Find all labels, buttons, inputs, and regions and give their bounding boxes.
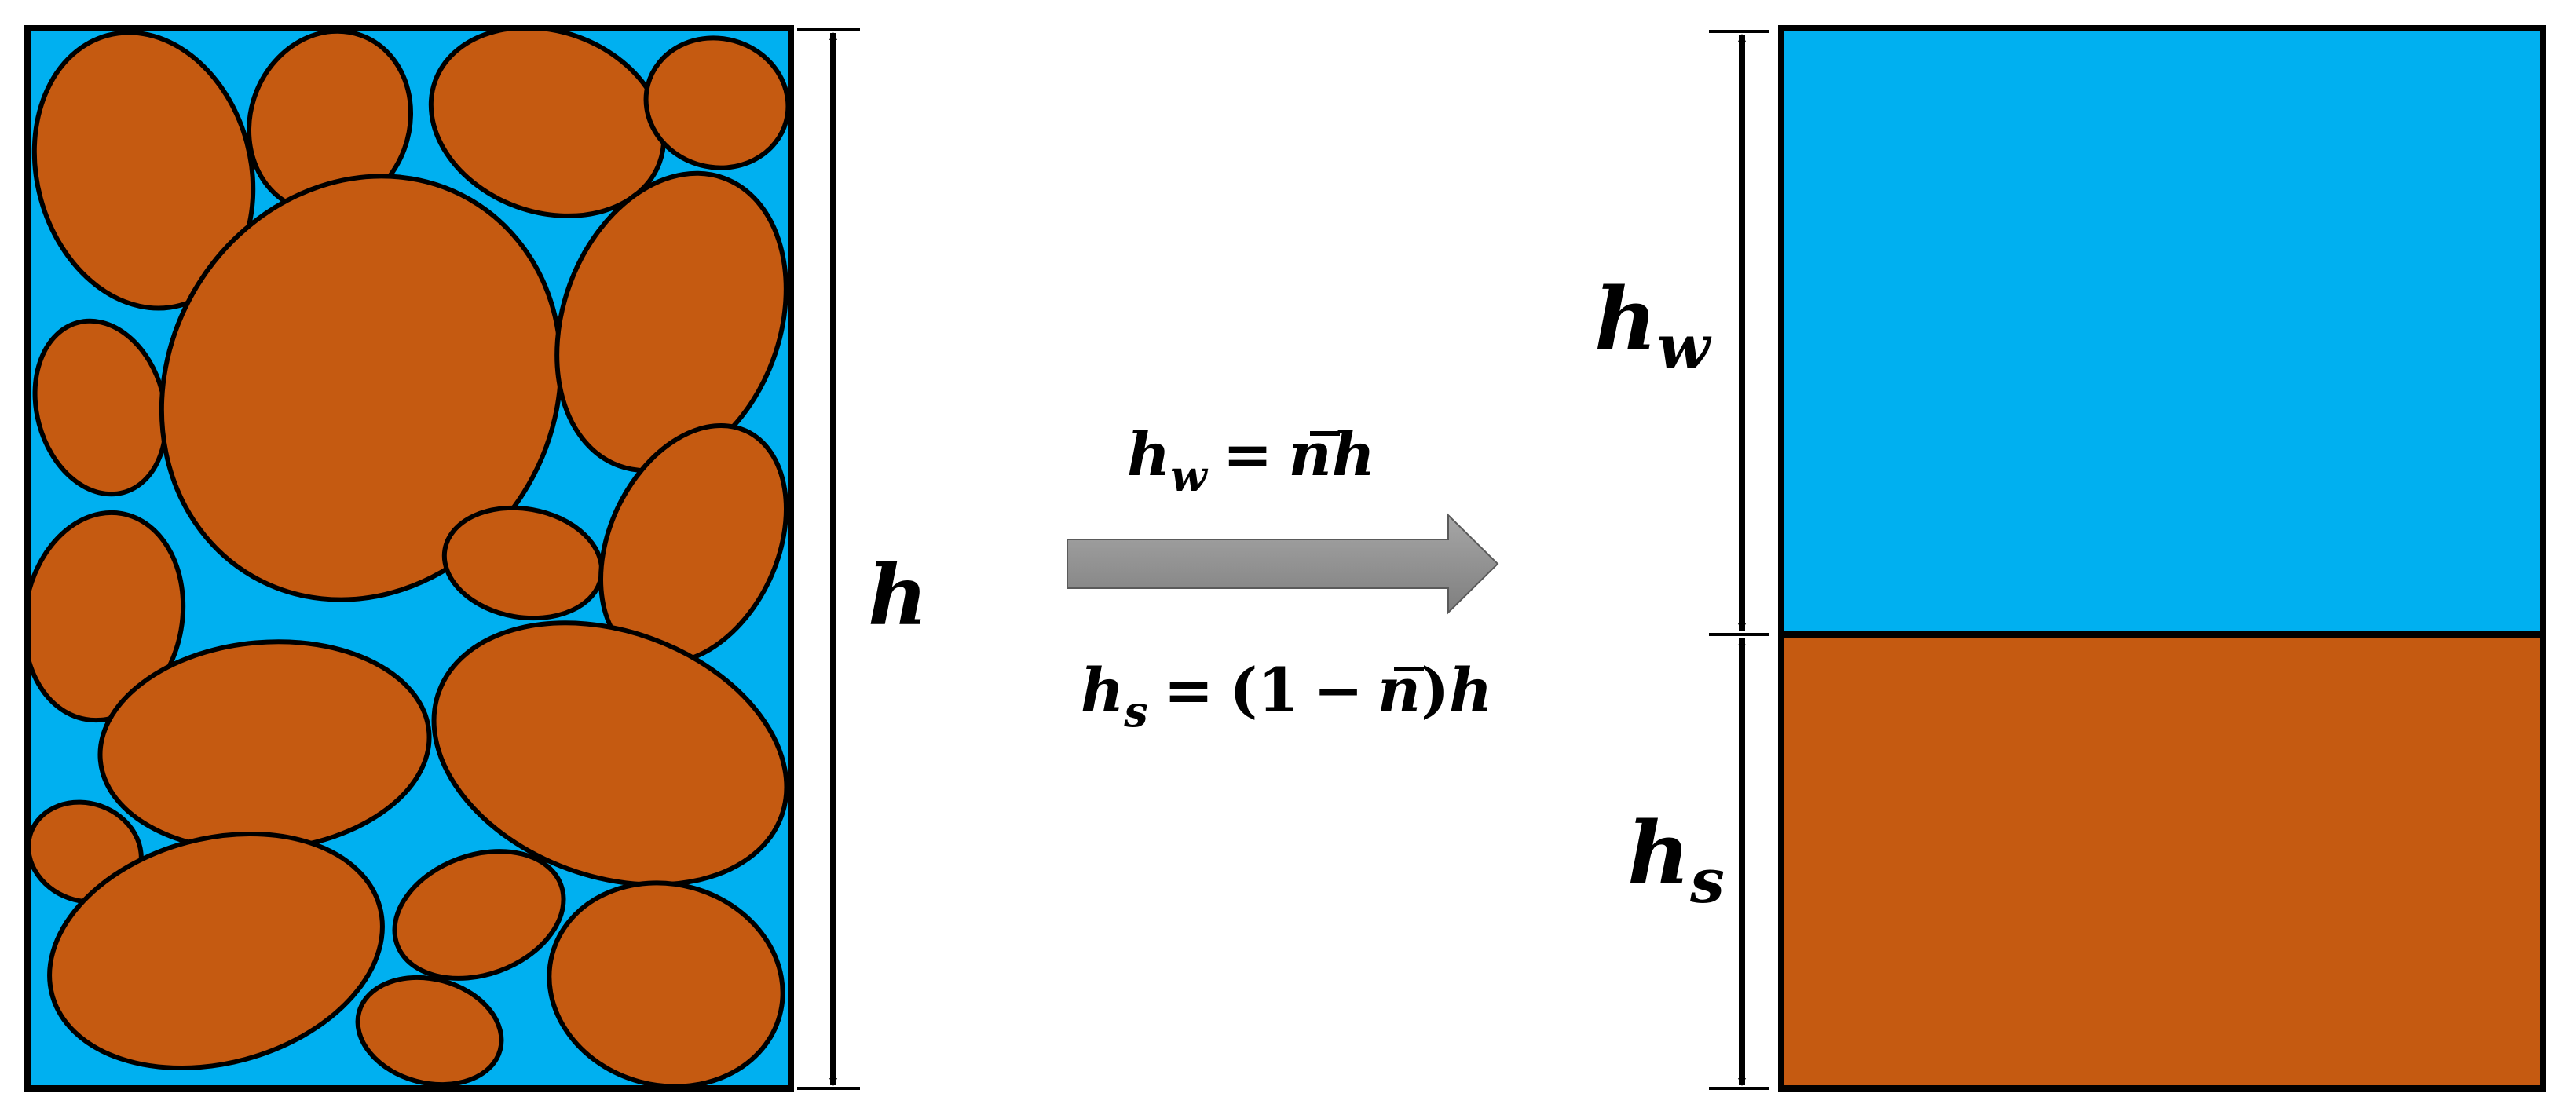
soil-grain [47,831,385,1071]
soil-grain [547,880,785,1088]
solid-height-label: hs [1627,803,1725,917]
phase-diagram-box [1778,25,2546,1092]
soil-grain [554,170,789,474]
sample-outline [24,25,794,1092]
solid-height-equation: hs=(1−n)h [1081,655,1492,737]
soil-grain [643,35,791,170]
soil-grains [27,28,791,1088]
total-height-label: h [868,547,928,644]
water-phase [1781,28,2543,634]
solid-phase [1781,634,2543,1088]
water-height-equation: hw=nh [1127,419,1375,501]
soil-grain [355,975,504,1088]
soil-sample-box [24,25,794,1092]
soil-grain [27,510,186,723]
phase-outline [1778,25,2546,1092]
soil-grain [392,849,566,981]
svg-text:h: h [868,547,928,644]
soil-grain [431,620,789,887]
total-height-dimension: h [797,28,928,1090]
soil-grain [31,30,256,311]
soil-grain [428,28,667,218]
soil-grain [159,174,564,602]
right-arrow-icon [1067,513,1499,615]
transformation: hw=nh hs=(1−n)h [1067,419,1499,737]
water-height-label: hw [1594,269,1712,383]
phase-height-dimensions: hw hs [1594,30,1769,1090]
